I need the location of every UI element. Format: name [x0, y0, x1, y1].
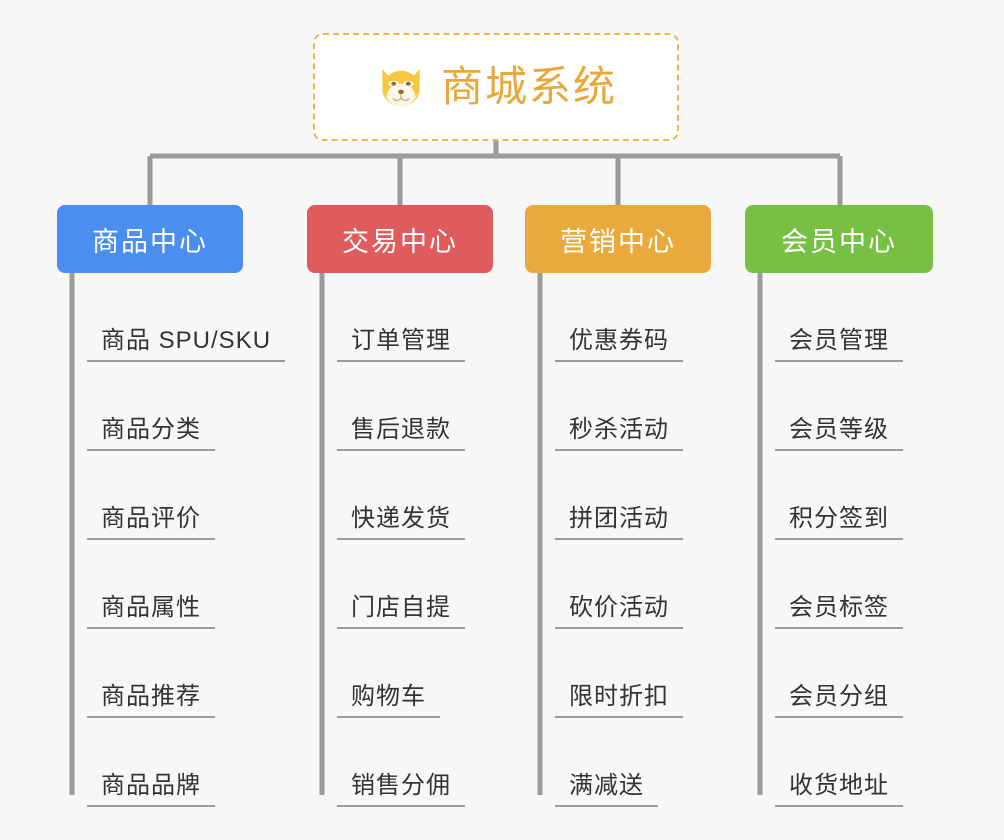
- branch-header-label: 商品中心: [92, 226, 208, 257]
- list-item[interactable]: 收货地址: [745, 718, 933, 807]
- branch-item-list: 会员管理 会员等级 积分签到 会员标签 会员分组 收货地址: [745, 273, 933, 807]
- list-item[interactable]: 秒杀活动: [525, 362, 711, 451]
- branch-header-label: 营销中心: [560, 226, 676, 257]
- list-item-label: 销售分佣: [337, 772, 465, 807]
- list-item-label: 订单管理: [337, 327, 465, 362]
- list-item-label: 会员等级: [775, 416, 903, 451]
- list-item[interactable]: 会员管理: [745, 273, 933, 362]
- branch-item-list: 商品 SPU/SKU 商品分类 商品评价 商品属性 商品推荐 商品品牌: [57, 273, 286, 807]
- list-item-label: 收货地址: [775, 772, 903, 807]
- list-item[interactable]: 商品分类: [57, 362, 285, 451]
- list-item[interactable]: 会员标签: [745, 540, 933, 629]
- list-item[interactable]: 商品 SPU/SKU: [57, 273, 286, 362]
- list-item-label: 门店自提: [337, 594, 465, 629]
- list-item-label: 优惠券码: [555, 327, 683, 362]
- list-item[interactable]: 商品推荐: [57, 629, 285, 718]
- list-item-label: 商品分类: [87, 416, 215, 451]
- list-item[interactable]: 限时折扣: [525, 629, 711, 718]
- list-item[interactable]: 购物车: [307, 629, 493, 718]
- list-item[interactable]: 快递发货: [307, 451, 493, 540]
- list-item-label: 会员标签: [775, 594, 903, 629]
- branch-header-product[interactable]: 商品中心: [57, 205, 243, 273]
- branch-column-trade: 交易中心 订单管理 售后退款 快递发货 门店自提 购物车 销售分佣: [307, 205, 493, 807]
- branch-column-product: 商品中心 商品 SPU/SKU 商品分类 商品评价 商品属性 商品推荐 商品品牌: [57, 205, 286, 807]
- list-item[interactable]: 会员分组: [745, 629, 933, 718]
- list-item-label: 商品属性: [87, 594, 215, 629]
- list-item-label: 商品品牌: [87, 772, 215, 807]
- list-item-label: 会员分组: [775, 683, 903, 718]
- shiba-dog-icon: [382, 69, 420, 107]
- branch-item-list: 优惠券码 秒杀活动 拼团活动 砍价活动 限时折扣 满减送: [525, 273, 711, 807]
- list-item-label: 限时折扣: [555, 683, 683, 718]
- list-item-label: 商品评价: [87, 505, 215, 540]
- list-item-label: 快递发货: [337, 505, 465, 540]
- root-node[interactable]: 商城系统: [313, 33, 679, 141]
- list-item[interactable]: 商品评价: [57, 451, 285, 540]
- list-item-label: 会员管理: [775, 327, 903, 362]
- list-item[interactable]: 会员等级: [745, 362, 933, 451]
- list-item-label: 拼团活动: [555, 505, 683, 540]
- branch-column-member: 会员中心 会员管理 会员等级 积分签到 会员标签 会员分组 收货地址: [745, 205, 933, 807]
- list-item-label: 砍价活动: [555, 594, 683, 629]
- root-title: 商城系统: [440, 63, 617, 110]
- list-item[interactable]: 砍价活动: [525, 540, 711, 629]
- list-item[interactable]: 商品品牌: [57, 718, 285, 807]
- branch-item-list: 订单管理 售后退款 快递发货 门店自提 购物车 销售分佣: [307, 273, 493, 807]
- list-item[interactable]: 门店自提: [307, 540, 493, 629]
- list-item-label: 满减送: [555, 772, 658, 807]
- list-item[interactable]: 售后退款: [307, 362, 493, 451]
- list-item[interactable]: 满减送: [525, 718, 711, 807]
- list-item-label: 售后退款: [337, 416, 465, 451]
- branch-header-trade[interactable]: 交易中心: [307, 205, 493, 273]
- list-item[interactable]: 订单管理: [307, 273, 493, 362]
- list-item-label: 商品 SPU/SKU: [87, 327, 286, 362]
- list-item-label: 秒杀活动: [555, 416, 683, 451]
- list-item[interactable]: 优惠券码: [525, 273, 711, 362]
- branch-header-label: 会员中心: [781, 226, 897, 257]
- list-item-label: 商品推荐: [87, 683, 215, 718]
- list-item[interactable]: 积分签到: [745, 451, 933, 540]
- list-item-label: 积分签到: [775, 505, 903, 540]
- list-item-label: 购物车: [337, 683, 440, 718]
- branch-header-label: 交易中心: [342, 226, 458, 257]
- branch-column-marketing: 营销中心 优惠券码 秒杀活动 拼团活动 砍价活动 限时折扣 满减送: [525, 205, 711, 807]
- list-item[interactable]: 销售分佣: [307, 718, 493, 807]
- branch-header-member[interactable]: 会员中心: [745, 205, 933, 273]
- list-item[interactable]: 商品属性: [57, 540, 285, 629]
- branch-header-marketing[interactable]: 营销中心: [525, 205, 711, 273]
- list-item[interactable]: 拼团活动: [525, 451, 711, 540]
